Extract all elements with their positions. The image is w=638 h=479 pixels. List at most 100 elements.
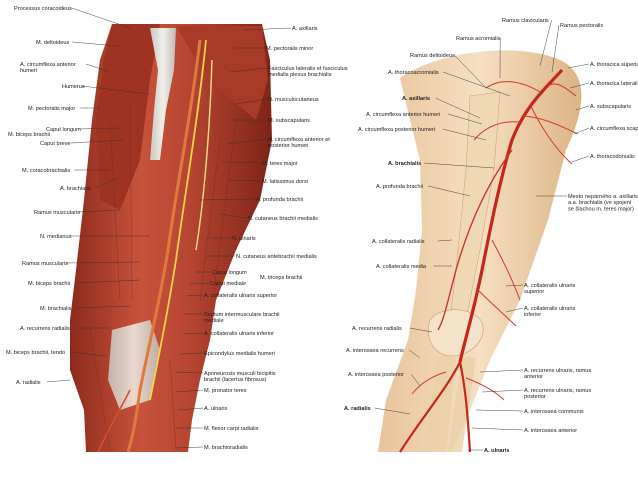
left-humerus-tendon — [150, 28, 176, 160]
anatomy-label: Ramus clavicularis — [502, 18, 549, 24]
right-profunda-brachii — [437, 149, 513, 331]
leader-line — [571, 155, 590, 163]
leader-line — [505, 284, 524, 287]
leader-line — [442, 128, 487, 141]
anatomy-label: M. biceps brachii — [8, 132, 50, 138]
leader-line — [471, 427, 524, 431]
anatomy-label: Ramus acromialis — [456, 36, 501, 42]
anatomy-label: A. profunda brachii — [376, 184, 423, 190]
anatomy-label: M. latissimus dorsi — [262, 179, 308, 185]
anatomy-label: N. cutaneus antebrachii medialis — [236, 254, 317, 260]
leader-line — [227, 138, 268, 145]
leader-line — [424, 162, 495, 169]
right-axillary-brachial-artery — [458, 68, 564, 363]
leader-line — [72, 41, 119, 47]
anatomy-label: Humerus — [62, 84, 85, 90]
leader-line — [199, 198, 256, 201]
anatomy-label: Epicondylus medialis humeri — [204, 351, 275, 357]
leader-line — [76, 305, 131, 309]
leader-line — [428, 185, 471, 197]
anatomy-label: M. brachialis — [40, 306, 72, 312]
left-brachial-artery — [126, 39, 202, 453]
leader-line — [70, 139, 125, 144]
anatomy-label: A. interossea posterior — [348, 372, 404, 378]
anatomy-label: M. biceps brachii — [28, 281, 70, 287]
leader-line — [189, 282, 210, 285]
leader-line — [175, 371, 204, 374]
anatomy-label: A. radialis — [344, 406, 371, 412]
left-median-nerve — [149, 39, 207, 401]
anatomy-label: Ramus muscularis — [34, 210, 80, 216]
right-arm-figure — [378, 50, 582, 453]
anatomy-label: M. subscapularis — [268, 118, 310, 124]
leader-line — [374, 407, 411, 415]
anatomy-label: A. collateralis radialis — [372, 239, 425, 245]
anatomy-label: A. thoracica superior — [590, 62, 638, 68]
anatomy-label: A. interossea recurrens — [346, 348, 404, 354]
leader-line — [437, 239, 453, 242]
anatomy-label: A. collateralis media — [376, 264, 427, 270]
anatomy-label: A. recurrens radialis — [352, 326, 402, 332]
anatomy-label: Caput longum — [46, 127, 81, 133]
leader-line — [177, 407, 204, 411]
anatomy-label: Caput mediale — [210, 281, 246, 287]
label-layer: Processus coracoideus M. deltoideus A. cir… — [6, 6, 638, 454]
anatomy-label: N. cutaneus brachii medialis — [248, 216, 318, 222]
leader-line — [96, 177, 119, 189]
leader-line — [481, 389, 524, 393]
leader-line — [175, 446, 204, 449]
anatomy-label: M. pectoralis minor — [266, 46, 313, 52]
leader-line — [243, 27, 292, 31]
anatomy-label: Caput breve — [40, 141, 70, 147]
anatomy-label: A. interossea anterior — [524, 428, 577, 434]
leader-line — [235, 98, 268, 105]
anatomy-label: A. circumflexa posterior humeri — [358, 127, 435, 133]
leader-line — [475, 409, 524, 412]
leader-line — [79, 127, 121, 130]
anatomy-label: A. thoracoacromialis — [388, 70, 439, 76]
anatomy-label: A. interossea communis — [524, 409, 584, 415]
anatomy-label: M. biceps brachii, tendo — [6, 350, 65, 356]
leader-line — [85, 63, 111, 73]
leader-line — [71, 351, 107, 357]
left-deltoid-region — [96, 24, 160, 210]
anatomy-label: M. pronator teres — [204, 388, 247, 394]
leader-line — [179, 352, 204, 355]
left-radial-artery — [97, 389, 131, 453]
leader-line — [409, 327, 433, 333]
leader-line — [66, 261, 141, 264]
anatomy-label: A. axillaris — [292, 26, 318, 32]
left-elbow-aponeurosis — [108, 320, 160, 410]
anatomy-label: A. brachialis — [388, 161, 421, 167]
anatomy-label: M. brachioradialis — [204, 445, 248, 451]
leader-line — [569, 82, 590, 89]
leader-line — [229, 67, 268, 73]
anatomy-label: Ramus deltoideus — [410, 53, 455, 59]
anatomy-label: A. brachialis — [60, 186, 91, 192]
leader-line — [219, 213, 248, 219]
anatomy-label: A. ulnaris — [204, 406, 228, 412]
leader-line — [227, 179, 262, 182]
anatomy-label: A. axillaris — [402, 96, 430, 102]
anatomy-label: A. thoracodorsalis — [590, 154, 635, 160]
anatomy-label: A. collateralis ulnaris superior — [204, 293, 277, 299]
left-muscle-striations — [89, 99, 237, 451]
anatomy-label: M. deltoideus — [36, 40, 69, 46]
leader-line — [573, 127, 590, 135]
anatomy-label: A. thoracica lateralis — [590, 81, 638, 87]
anatomy-label: A. circumflexa anterior humeri — [366, 112, 440, 118]
anatomy-label: A. recurrens radialis — [20, 326, 70, 332]
leader-line — [74, 279, 141, 284]
left-ulnar-nerve — [195, 59, 213, 251]
anatomy-label: Processus coracoideus — [14, 6, 72, 12]
right-radial-artery — [399, 361, 461, 453]
anatomy-label: A. collateralis ulnaris inferior — [204, 331, 274, 337]
anatomy-label: M. triceps brachii — [260, 275, 302, 281]
leader-line — [71, 7, 131, 29]
